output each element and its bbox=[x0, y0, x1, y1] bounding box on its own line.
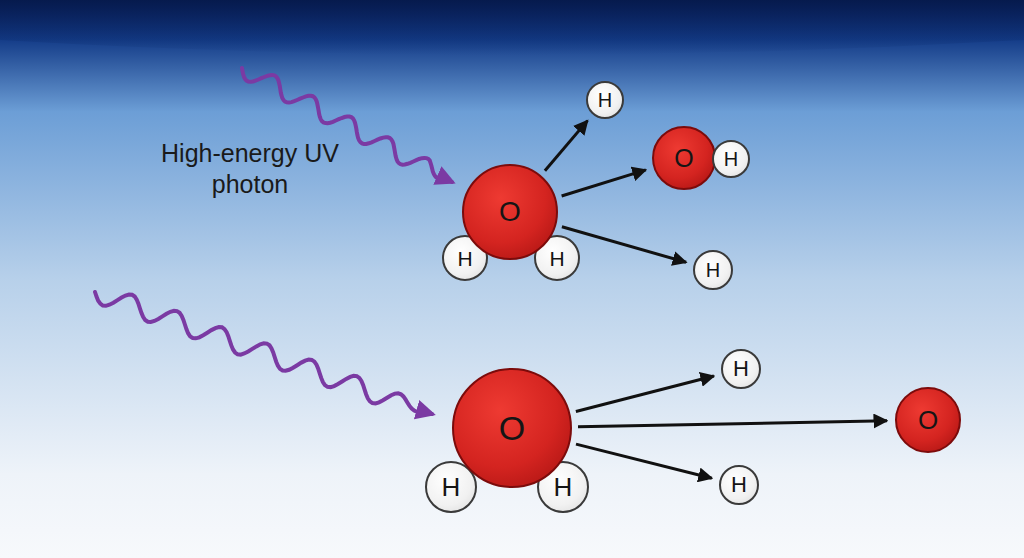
product-arrow bbox=[545, 121, 588, 171]
atom-symbol: O bbox=[918, 407, 938, 433]
atom-symbol: H bbox=[733, 358, 749, 380]
atom-symbol: H bbox=[724, 149, 738, 169]
oxygen-atom: O bbox=[895, 387, 961, 453]
atom-symbol: H bbox=[598, 90, 612, 110]
uv-photon bbox=[95, 292, 432, 414]
product-arrow bbox=[576, 444, 712, 478]
oxygen-atom: O bbox=[462, 164, 558, 260]
hydrogen-atom: H bbox=[693, 250, 733, 290]
atom-symbol: H bbox=[554, 474, 573, 500]
atom-symbol: O bbox=[499, 411, 525, 445]
hydrogen-atom: H bbox=[719, 465, 759, 505]
atom-symbol: H bbox=[731, 474, 747, 496]
atom-symbol: H bbox=[457, 248, 472, 269]
hydrogen-atom: H bbox=[712, 140, 750, 178]
atom-symbol: H bbox=[549, 248, 564, 269]
product-arrow bbox=[578, 421, 887, 427]
product-arrow bbox=[562, 170, 646, 196]
photon-label: High-energy UV photon bbox=[160, 138, 340, 201]
oxygen-atom: O bbox=[652, 126, 716, 190]
atom-symbol: H bbox=[442, 474, 461, 500]
atom-symbol: O bbox=[674, 146, 693, 171]
product-arrow bbox=[576, 376, 714, 412]
atom-symbol: H bbox=[706, 260, 720, 280]
hydrogen-atom: H bbox=[586, 81, 624, 119]
product-arrow bbox=[562, 227, 686, 262]
oxygen-atom: O bbox=[452, 368, 572, 488]
atom-symbol: O bbox=[499, 198, 521, 226]
hydrogen-atom: H bbox=[721, 349, 761, 389]
upper-atmosphere bbox=[0, 0, 1024, 55]
